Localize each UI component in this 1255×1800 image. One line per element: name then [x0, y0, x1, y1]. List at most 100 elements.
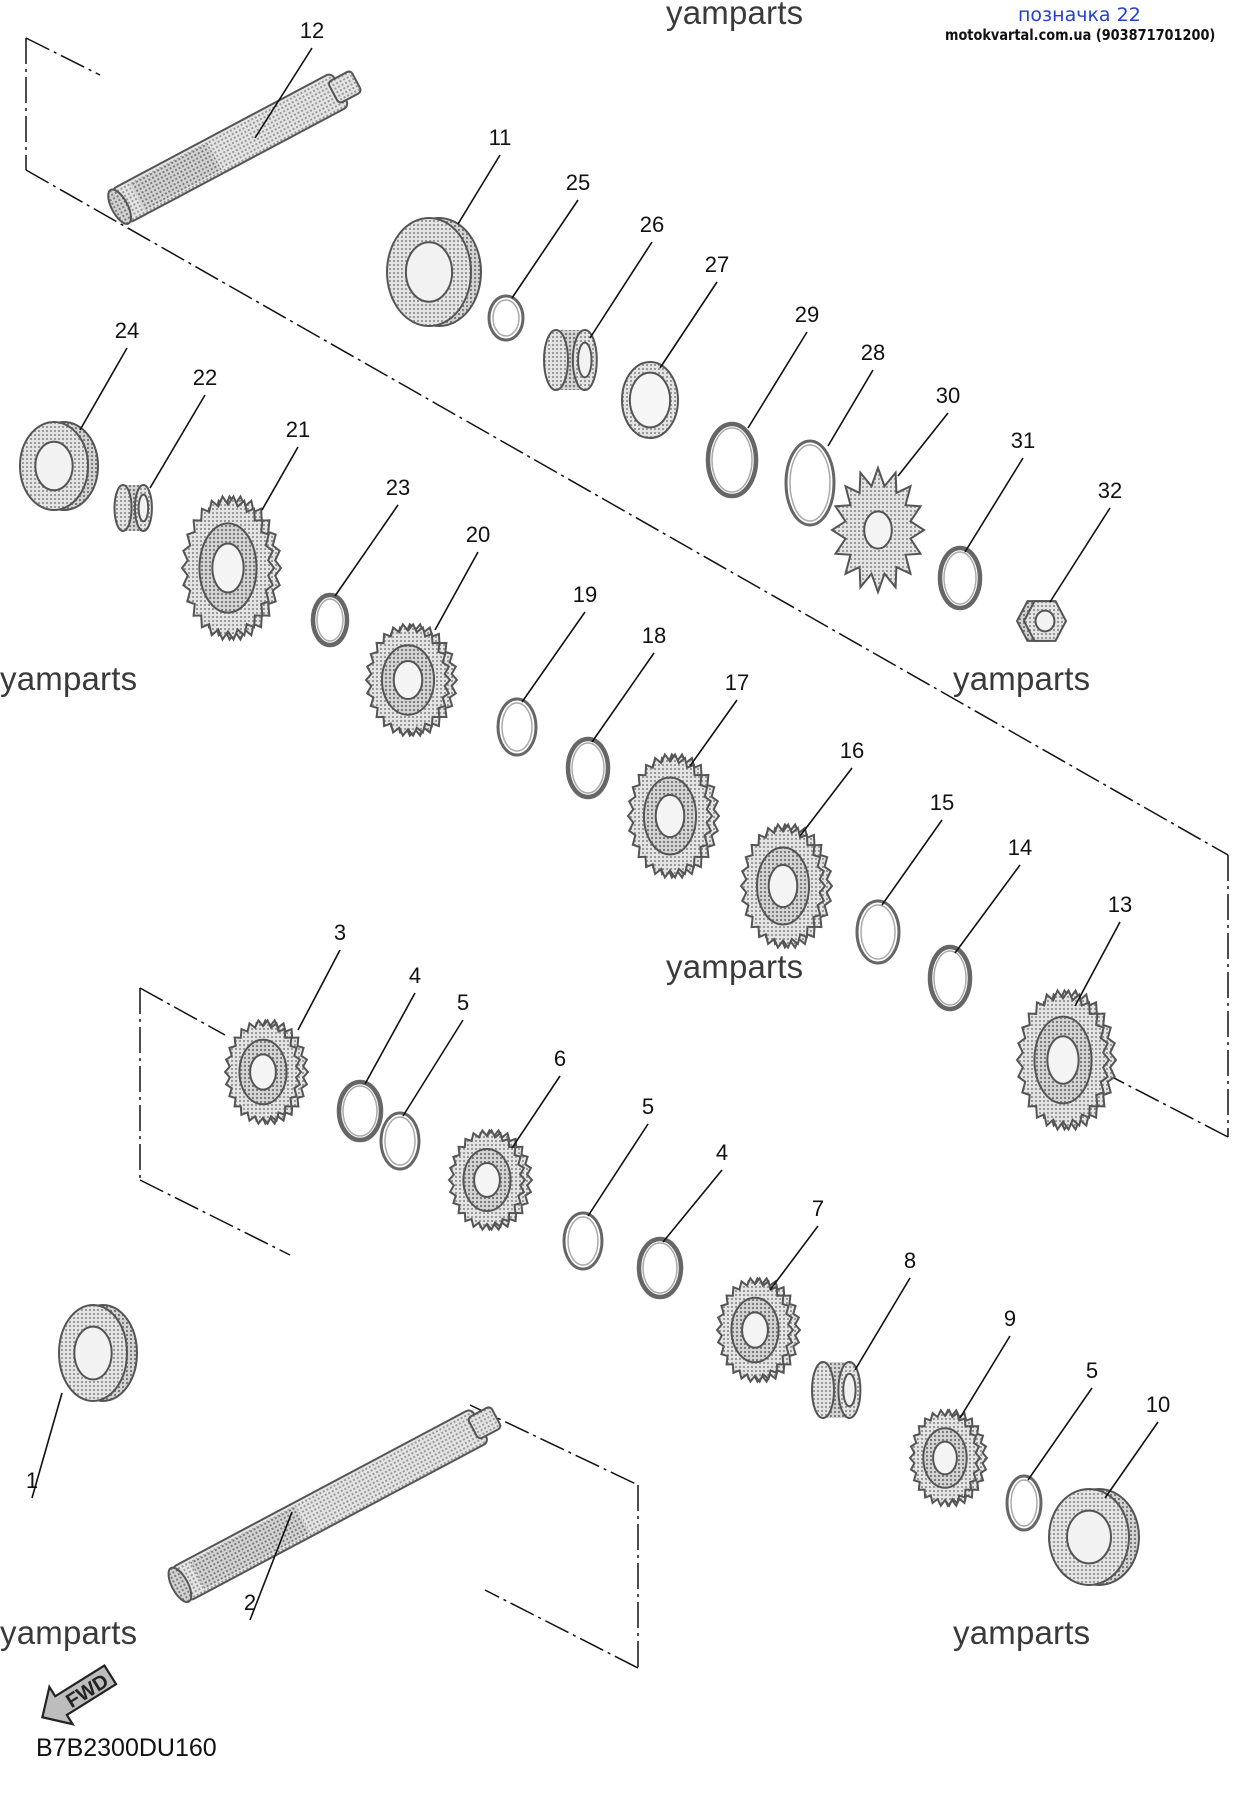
part-ring-14	[927, 944, 973, 1012]
diagram-code: B7B2300DU160	[36, 1734, 217, 1762]
collar-end	[811, 1361, 835, 1419]
part-number-label: 22	[193, 365, 217, 390]
gear-bore	[249, 1053, 277, 1091]
leader-line	[511, 1075, 561, 1149]
watermark: yamparts	[953, 1614, 1091, 1651]
part-nut-32	[1015, 600, 1068, 642]
bearing-bore	[34, 440, 74, 492]
part-number-label: 17	[725, 670, 749, 695]
leader-line	[854, 1277, 911, 1371]
part-number-label: 4	[716, 1140, 728, 1165]
leader-line	[261, 446, 299, 511]
header-label: позначка 22	[1018, 4, 1141, 26]
part-clip-28	[784, 439, 836, 527]
ring-outline	[784, 439, 836, 527]
collar-bore	[137, 493, 150, 523]
part-number-label: 29	[795, 302, 819, 327]
bearing-bore	[1066, 1509, 1112, 1565]
leader-line	[587, 1123, 649, 1217]
ring-outline	[937, 545, 983, 611]
leader-line	[364, 992, 416, 1085]
leader-line	[959, 1335, 1011, 1419]
part-ring-18	[565, 736, 611, 800]
leader-line	[591, 652, 655, 743]
ring-outline	[310, 592, 350, 648]
sprocket-bore	[863, 510, 893, 550]
part-number-label: 19	[573, 582, 597, 607]
ring-inner	[933, 950, 967, 1006]
part-washer-31	[937, 545, 983, 611]
gear-bore	[1046, 1035, 1080, 1085]
part-number-label: 23	[386, 475, 410, 500]
leader-line	[249, 1511, 293, 1621]
part-number-label: 11	[489, 125, 512, 150]
ring-outline	[336, 1079, 384, 1143]
watermark: yamparts	[953, 660, 1091, 697]
part-bearing-11	[386, 217, 482, 327]
ring-outline	[496, 697, 538, 757]
gear-bore	[211, 542, 245, 594]
part-gear-9	[908, 1408, 989, 1508]
gear-bore	[932, 1440, 958, 1476]
ring-inner	[711, 427, 753, 493]
shaft-splines	[190, 1506, 310, 1589]
leader-line	[434, 551, 479, 631]
part-gear-13	[1015, 988, 1118, 1132]
part-clip-5	[562, 1211, 604, 1271]
ring-inner	[943, 551, 977, 605]
leader-line	[511, 199, 579, 299]
part-clip-5	[379, 1111, 421, 1171]
part-number-label: 24	[115, 318, 139, 343]
shaft-end	[467, 1406, 502, 1440]
ring-outline	[379, 1111, 421, 1171]
watermark: yamparts	[666, 0, 804, 31]
part-shaft-12	[107, 70, 362, 225]
part-number-label: 4	[409, 963, 421, 988]
collar-bore	[577, 341, 593, 379]
leader-line	[827, 369, 874, 447]
leader-line	[79, 347, 128, 431]
shaft-tip	[107, 188, 133, 225]
leader-line	[149, 394, 206, 489]
nut-bore	[1034, 609, 1056, 633]
leader-line	[954, 864, 1021, 954]
leader-line	[799, 767, 853, 837]
part-number-label: 20	[466, 522, 490, 547]
header-source: motokvartal.com.ua (903871701200)	[945, 26, 1216, 44]
part-sprocket-30	[830, 465, 926, 595]
part-gear-21	[180, 494, 283, 642]
ring-outline	[855, 899, 901, 965]
ring-inner	[860, 904, 896, 960]
part-gear-16	[739, 822, 834, 950]
collar-bore	[842, 1372, 857, 1408]
part-number-label: 27	[705, 252, 729, 277]
part-number-label: 30	[936, 383, 960, 408]
shaft-end	[328, 70, 362, 104]
seal-bore	[628, 371, 672, 429]
part-number-label: 31	[1011, 428, 1035, 453]
gear-bore	[392, 659, 424, 701]
leader-line	[31, 1392, 63, 1499]
ring-inner	[642, 1242, 678, 1294]
ring-inner	[342, 1085, 378, 1137]
leader-line	[402, 1019, 464, 1117]
watermark: yamparts	[0, 1614, 138, 1651]
leader-line	[297, 949, 341, 1031]
part-number-label: 26	[640, 212, 664, 237]
ring-inner	[501, 702, 533, 752]
collar-end	[543, 329, 569, 391]
part-number-label: 1	[26, 1468, 38, 1493]
leader-line	[254, 47, 313, 139]
part-number-label: 5	[642, 1094, 654, 1119]
leader-line	[521, 611, 586, 703]
leader-line	[334, 504, 399, 597]
part-gear-6	[447, 1128, 534, 1232]
shaft-splines	[130, 142, 222, 211]
part-collar-8	[811, 1361, 862, 1419]
leader-line	[1074, 921, 1121, 1007]
part-ring-29	[705, 421, 759, 499]
leader-line	[1049, 507, 1111, 603]
part-ring-4	[636, 1236, 684, 1300]
part-collar-26	[543, 329, 598, 391]
part-number-label: 9	[1004, 1306, 1016, 1331]
